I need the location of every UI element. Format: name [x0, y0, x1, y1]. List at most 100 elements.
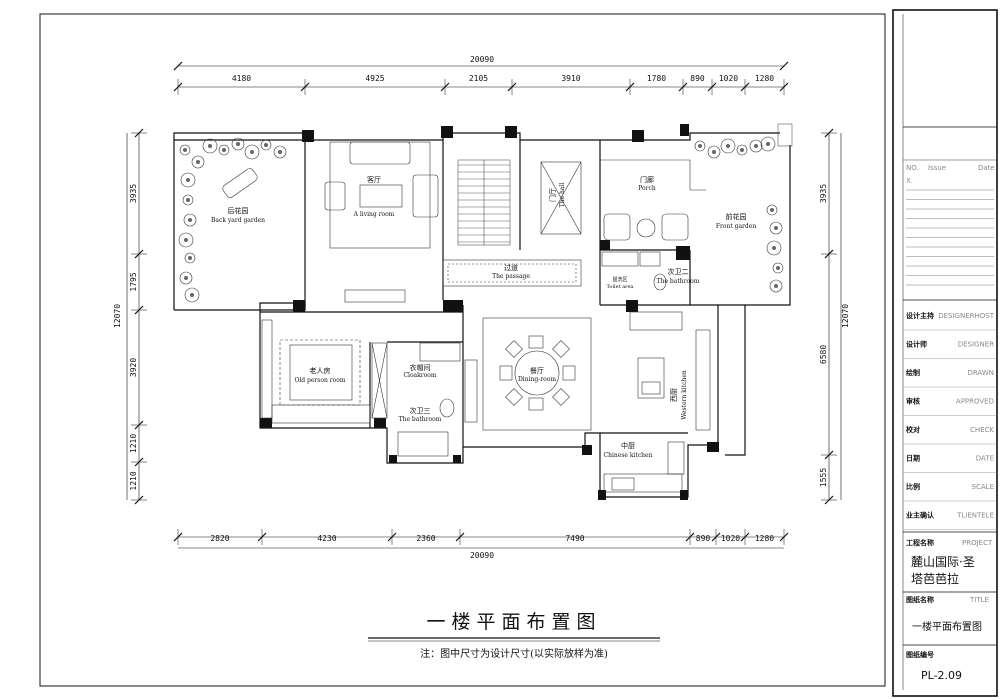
tb-row-label-en-4: CHECK: [970, 426, 994, 434]
drawing-title: 一楼平面布置图: [426, 611, 601, 633]
dim-top-seg-3: 3910: [561, 74, 580, 83]
shrub-icon: [769, 221, 783, 235]
garden-car: [222, 168, 258, 198]
shrub-icon: [218, 144, 230, 156]
structural-columns: [260, 124, 719, 500]
tb-row-label-en-3: APPROVED: [956, 398, 994, 406]
dim-left-seg-4: 1210: [129, 471, 138, 490]
label-porch-en: Porch: [638, 185, 656, 192]
tb-row-label-en-0: DESIGNERHOST: [938, 312, 994, 320]
dim-bottom-seg-3: 7490: [565, 534, 584, 543]
drawing-name: 一楼平面布置图: [912, 620, 982, 633]
exterior-walls: [173, 132, 791, 498]
tb-row-label-en-5: DATE: [976, 455, 994, 463]
tb-row-label-en-6: SCALE: [972, 483, 994, 491]
shrub-icon: [273, 145, 287, 159]
label-porch-cn: 门廊: [640, 175, 654, 184]
drawing-number-label: 图纸编号: [906, 650, 934, 659]
shrub-icon: [184, 252, 196, 264]
label-closet-en: Cloakroom: [403, 372, 436, 379]
label-bath3-cn: 次卫三: [410, 406, 431, 415]
dim-bottom-seg-5: 1020: [721, 534, 740, 543]
room-labels: 后花园 Back yard garden 客厅 A living room 门厅…: [211, 175, 756, 459]
project-label-cn: 工程名称: [906, 538, 934, 547]
label-closet-cn: 衣帽间: [410, 363, 431, 372]
label-bath2-en: The bathroom: [657, 278, 700, 285]
label-front-garden-cn: 前花园: [726, 212, 747, 221]
shrub-icon: [772, 262, 784, 274]
shrub-icon: [244, 144, 260, 160]
dim-left-seg-1: 1795: [129, 272, 138, 291]
tb-row-label-cn-6: 比例: [906, 482, 920, 491]
label-chinese-kitchen-en: Chinese kitchen: [604, 452, 653, 459]
dim-bottom-total: 20090: [470, 551, 494, 560]
svg-text:X.: X.: [906, 177, 913, 185]
project-label-en: PROJECT: [962, 539, 993, 547]
dim-bottom-seg-1: 4230: [317, 534, 336, 543]
dim-right-total: 12070: [841, 304, 850, 328]
bathroom3-fixtures: [397, 398, 455, 457]
label-toilet-cn: 盥洗区: [612, 276, 627, 283]
label-hall-cn: 门厅: [548, 188, 557, 202]
dim-right-seg-1: 6580: [819, 345, 828, 364]
shrub-icon: [736, 144, 748, 156]
label-back-garden-cn: 后花园: [228, 206, 249, 215]
dim-left-seg-2: 3920: [129, 358, 138, 377]
shrub-icon: [184, 287, 200, 303]
label-hall-en: The hall: [559, 183, 566, 208]
shrub-icon: [179, 144, 191, 156]
shrub-icon: [749, 139, 763, 153]
label-passage-en: The passage: [492, 273, 530, 280]
dim-bottom-seg-2: 2360: [416, 534, 435, 543]
dim-left-seg-3: 1210: [129, 434, 138, 453]
bath2-fixtures: [601, 251, 667, 291]
tb-row-label-en-2: DRAWN: [967, 369, 994, 377]
porch-seating: [600, 159, 706, 241]
dim-bottom-seg-4: 890: [696, 534, 711, 543]
label-bath2-cn: 次卫二: [668, 267, 689, 276]
dim-top-total: 20090: [470, 55, 494, 64]
drawing-name-label-cn: 图纸名称: [906, 595, 934, 604]
shrub-icon: [766, 240, 782, 256]
drawing-note: 注：图中尺寸为设计尺寸(以实际放样为准): [420, 647, 608, 660]
shrub-icon: [191, 155, 205, 169]
dim-top-seg-0: 4180: [232, 74, 251, 83]
shrub-icon: [260, 139, 272, 151]
dim-right-seg-2: 1555: [819, 468, 828, 487]
dim-left-total: 12070: [113, 304, 122, 328]
hall-cabinet: [540, 161, 582, 235]
shrub-icon: [182, 194, 194, 206]
label-bath3-en: The bathroom: [399, 416, 442, 423]
dim-bottom-seg-6: 1280: [755, 534, 774, 543]
label-old-room-en: Old person room: [294, 377, 345, 384]
issue-header: Issue: [928, 164, 946, 172]
shrub-icon: [720, 138, 736, 154]
dim-top-seg-2: 2105: [469, 74, 488, 83]
western-kitchen-island: [629, 311, 711, 431]
tb-row-label-cn-2: 绘制: [906, 368, 920, 377]
shrub-icon: [760, 136, 776, 152]
label-living-cn: 客厅: [367, 175, 381, 184]
label-western-kitchen-cn: 西厨: [670, 388, 678, 402]
shrub-icon: [769, 279, 783, 293]
shrub-icon: [202, 138, 218, 154]
sheet-border: [39, 13, 886, 687]
tb-row-label-cn-0: 设计主持: [906, 311, 934, 320]
issue-no-header: NO.: [906, 164, 919, 172]
tb-row-label-en-1: DESIGNER: [958, 341, 994, 349]
label-western-kitchen-en: Western kitchen: [681, 370, 688, 420]
dim-top-seg-6: 1020: [719, 74, 738, 83]
tb-row-label-cn-5: 日期: [906, 454, 920, 463]
label-back-garden-en: Back yard garden: [211, 217, 265, 224]
shrub-icon: [179, 271, 193, 285]
label-chinese-kitchen-cn: 中厨: [621, 441, 635, 450]
label-living-en: A living room: [353, 211, 395, 218]
shrub-icon: [178, 232, 194, 248]
shrub-icon: [707, 145, 721, 159]
shrub-icon: [231, 137, 245, 151]
